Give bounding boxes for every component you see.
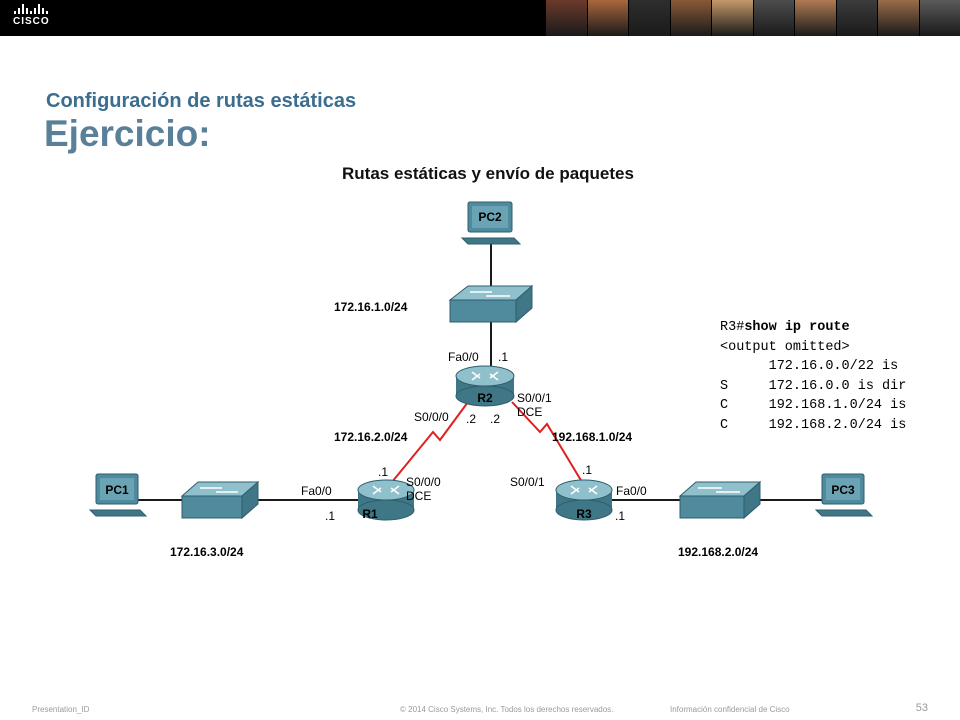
r1-dce-label: DCE <box>406 489 431 503</box>
header-photo <box>711 0 753 36</box>
terminal-line: <output omitted> <box>720 339 850 355</box>
switch-left-icon <box>180 480 260 520</box>
terminal-prompt: R3# <box>720 320 745 335</box>
cisco-logo: CISCO <box>10 4 70 32</box>
network-label-pc2: 172.16.1.0/24 <box>334 300 408 314</box>
top-banner: CISCO <box>0 0 960 36</box>
slide-subtitle: Configuración de rutas estáticas <box>46 90 357 112</box>
r3-s001-ip: .1 <box>582 463 592 477</box>
router-r1-icon: R1 <box>357 479 415 521</box>
r2-fa00-label: Fa0/0 <box>448 350 479 364</box>
r3-label: R3 <box>576 507 592 521</box>
switch-right-icon <box>678 480 762 520</box>
pc1-label: PC1 <box>105 483 129 497</box>
page-number: 53 <box>915 702 928 714</box>
cisco-logo-text: CISCO <box>13 16 50 27</box>
r2-s001-label: S0/0/1 <box>517 391 552 405</box>
pc2-icon: PC2 <box>460 201 522 245</box>
r2-s000-ip: .2 <box>466 412 476 426</box>
switch-top-icon <box>448 284 534 324</box>
header-photo <box>545 0 587 36</box>
router-r2-icon: R2 <box>455 365 515 407</box>
header-photo <box>877 0 919 36</box>
r3-fa00-label: Fa0/0 <box>616 484 647 498</box>
pc1-icon: PC1 <box>88 473 148 517</box>
header-photo <box>918 0 960 36</box>
footer-copyright: © 2014 Cisco Systems, Inc. Todos los der… <box>400 705 614 714</box>
router-r3-icon: R3 <box>555 479 613 521</box>
pc3-label: PC3 <box>831 483 855 497</box>
figure-title: Rutas estáticas y envío de paquetes <box>342 164 634 183</box>
ethernet-links <box>138 240 822 501</box>
network-label-pc3: 192.168.2.0/24 <box>678 545 758 559</box>
r2-s000-label: S0/0/0 <box>414 410 449 424</box>
network-label-pc1: 172.16.3.0/24 <box>170 545 244 559</box>
r2-fa00-ip: .1 <box>498 350 508 364</box>
r1-s000-ip: .1 <box>378 465 388 479</box>
header-photo <box>835 0 877 36</box>
r3-s001-label: S0/0/1 <box>510 475 545 489</box>
r1-fa00-label: Fa0/0 <box>301 484 332 498</box>
terminal-line: C 192.168.2.0/24 is <box>720 417 907 433</box>
terminal-line: S 172.16.0.0 is dir <box>720 378 907 394</box>
serial-link-r2-r3 <box>511 401 583 483</box>
r2-dce-label: DCE <box>517 405 542 419</box>
cisco-logo-bars-icon <box>14 4 70 14</box>
serial-link-r1-r2 <box>391 401 469 483</box>
header-photo <box>586 0 628 36</box>
routing-table-output: R3#show ip route <output omitted> 172.16… <box>720 318 906 435</box>
header-photo <box>669 0 711 36</box>
header-photo <box>752 0 794 36</box>
header-photo-strip <box>545 0 960 36</box>
r1-s000-label: S0/0/0 <box>406 475 441 489</box>
r2-label: R2 <box>477 391 493 405</box>
header-photo <box>794 0 836 36</box>
terminal-command: show ip route <box>744 320 850 335</box>
network-label-r2-r3: 192.168.1.0/24 <box>552 430 632 444</box>
r3-fa00-ip: .1 <box>615 509 625 523</box>
r1-label: R1 <box>362 507 378 521</box>
pc2-label: PC2 <box>478 210 502 224</box>
footer-confidential: Información confidencial de Cisco <box>670 705 790 714</box>
terminal-line: 172.16.0.0/22 is <box>720 359 899 374</box>
r1-fa00-ip: .1 <box>325 509 335 523</box>
slide-title: Ejercicio: <box>44 113 211 154</box>
header-photo <box>628 0 670 36</box>
footer-presentation-id: Presentation_ID <box>32 705 90 714</box>
terminal-line: C 192.168.1.0/24 is <box>720 398 907 413</box>
pc3-icon: PC3 <box>814 473 874 517</box>
r2-s001-ip: .2 <box>490 412 500 426</box>
network-label-r1-r2: 172.16.2.0/24 <box>334 430 408 444</box>
